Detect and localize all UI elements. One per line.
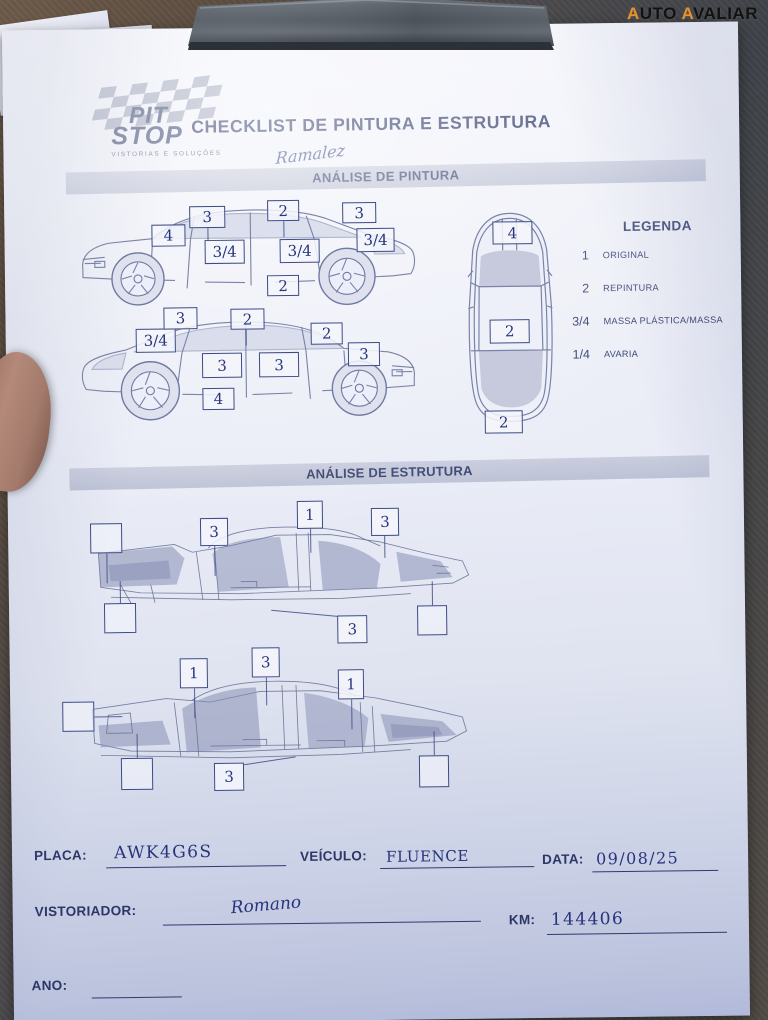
leader-line <box>119 581 122 604</box>
watermark-a2: A <box>681 4 693 23</box>
watermark-aliar: ALIAR <box>703 4 758 23</box>
paint-mark-left-front-fender[interactable]: 4 <box>151 224 186 247</box>
structure-section-label: ANÁLISE DE ESTRUTURA <box>305 463 473 482</box>
legend-row-1: 1 ORIGINAL <box>563 246 750 262</box>
legend-row-4: 1/4 AVARIA <box>564 345 750 361</box>
vistoriador-value[interactable]: Romano <box>229 892 302 919</box>
veiculo-label: VEÍCULO: <box>299 848 368 864</box>
structure1-mark-floor-center[interactable]: 3 <box>337 615 368 644</box>
legend: LEGENDA 1 ORIGINAL 2 REPINTURA 3/4 MASSA… <box>562 217 750 380</box>
paint-mark-left-front-door-top[interactable]: 3 <box>189 205 226 229</box>
legend-row-3: 3/4 MASSA PLÁSTICA/MASSA <box>563 312 750 328</box>
top-signature: Ramalez <box>275 140 346 168</box>
watermark-a1: A <box>627 4 640 23</box>
paint-mark-right-rear-door[interactable]: 3 <box>201 352 243 379</box>
structure2-mark-floor-center[interactable]: 3 <box>213 762 245 791</box>
paint-mark-right-front-top[interactable]: 2 <box>310 322 343 345</box>
legend-title: LEGENDA <box>622 218 692 234</box>
watermark-uto: UTO <box>639 4 682 23</box>
legend-label-4: AVARIA <box>603 348 639 360</box>
legend-label-1: ORIGINAL <box>602 249 650 261</box>
paint-mark-right-rear-quarter[interactable]: 3/4 <box>135 328 176 353</box>
checklist-sheet: PIT STOP VISTORIAS E SOLUÇÕES CHECKLIST … <box>1 21 751 1020</box>
placa-label: PLACA: <box>33 847 87 864</box>
structure2-mark-rear-lower[interactable] <box>418 755 450 788</box>
paint-mark-left-roof[interactable]: 2 <box>267 199 300 222</box>
structure2-mark-roof[interactable]: 3 <box>251 647 280 678</box>
legend-code-2: 2 <box>582 281 590 296</box>
paint-mark-left-rear-quarter-top[interactable]: 3 <box>342 201 377 224</box>
logo-tagline: VISTORIAS E SOLUÇÕES <box>111 149 222 159</box>
leader-line <box>384 535 386 558</box>
clipboard-clip <box>188 0 554 50</box>
legend-label-3: MASSA PLÁSTICA/MASSA <box>603 314 723 327</box>
paint-mark-right-front-fender[interactable]: 3 <box>347 341 381 367</box>
km-label: KM: <box>508 912 536 928</box>
structure1-mark-front-left[interactable] <box>89 523 123 554</box>
vistoriador-label: VISTORIADOR: <box>34 902 137 920</box>
legend-code-1: 1 <box>581 248 589 263</box>
legend-code-4: 1/4 <box>572 347 591 362</box>
legend-code-3: 3/4 <box>572 314 590 329</box>
legend-label-2: REPINTURA <box>603 282 660 294</box>
veiculo-value[interactable]: FLUENCE <box>385 846 470 866</box>
paint-mark-left-rocker[interactable]: 2 <box>266 274 300 297</box>
paint-mark-right-roof[interactable]: 2 <box>230 308 265 330</box>
ano-underline <box>91 996 182 999</box>
paint-mark-top-trunk[interactable]: 2 <box>484 410 523 434</box>
structure1-mark-front-lower[interactable] <box>103 602 137 634</box>
form-row-3: ANO: <box>31 926 737 999</box>
ano-label: ANO: <box>31 977 68 994</box>
structure1-mark-roof[interactable]: 1 <box>296 500 324 529</box>
structure-section-band: ANÁLISE DE ESTRUTURA <box>69 455 710 491</box>
paint-mark-top-hood[interactable]: 4 <box>492 221 533 245</box>
legend-row-2: 2 REPINTURA <box>563 279 750 295</box>
paint-section-band: ANÁLISE DE PINTURA <box>65 159 706 195</box>
structure2-mark-front-left[interactable] <box>62 701 95 732</box>
paint-mark-right-rear-top[interactable]: 3 <box>163 307 198 330</box>
veiculo-underline <box>380 866 535 869</box>
structure1-mark-rear-upper[interactable]: 3 <box>370 507 400 537</box>
paint-mark-left-rear-quarter[interactable]: 3/4 <box>356 227 395 253</box>
paint-mark-left-rear-door[interactable]: 3/4 <box>279 238 320 264</box>
leader-line <box>283 221 285 238</box>
vistoriador-underline <box>162 920 481 926</box>
structure2-mark-a-pillar[interactable]: 1 <box>179 658 209 689</box>
structure2-mark-front-lower[interactable] <box>120 757 154 791</box>
watermark-v: V <box>692 4 704 23</box>
form-section: PLACA: AWK4G6S VEÍCULO: FLUENCE DATA: 09… <box>30 828 738 999</box>
paint-mark-top-roof[interactable]: 2 <box>489 319 530 344</box>
leader-line <box>245 329 248 346</box>
structure2-mark-c-pillar[interactable]: 1 <box>337 669 365 700</box>
structure1-mark-rear-lower[interactable] <box>417 605 448 636</box>
data-label: DATA: <box>542 851 584 867</box>
placa-underline <box>106 865 287 869</box>
paint-mark-right-rocker[interactable]: 4 <box>202 387 235 411</box>
watermark-auto-avaliar: AUTO AVALIAR <box>627 4 758 24</box>
data-value[interactable]: 09/08/25 <box>596 848 680 869</box>
form-row-2: VISTORIADOR: Romano KM: 144406 <box>30 872 737 935</box>
paint-section-label: ANÁLISE DE PINTURA <box>311 167 460 186</box>
placa-value[interactable]: AWK4G6S <box>113 842 213 864</box>
paint-mark-left-front-door[interactable]: 3/4 <box>204 239 245 265</box>
structure1-mark-a-pillar[interactable]: 3 <box>199 517 229 547</box>
paint-mark-right-front-door[interactable]: 3 <box>258 351 300 378</box>
